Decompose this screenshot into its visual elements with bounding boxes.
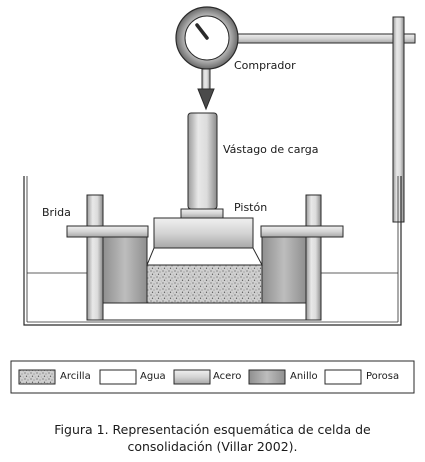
loading-rod (187, 112, 218, 210)
base-plate (100, 302, 322, 321)
dial-gauge (175, 6, 239, 70)
legend-label-arcilla: Arcilla (60, 371, 91, 382)
legend-swatch-anillo (248, 369, 286, 385)
caption-line-1: Figura 1. Representación esquemática de … (54, 422, 371, 437)
gauge-needle (195, 23, 209, 40)
legend-label-anillo: Anillo (290, 371, 318, 382)
label-piston: Pistón (234, 201, 268, 214)
piston-cap (180, 208, 224, 219)
caption-line-2: consolidación (Villar 2002). (127, 439, 298, 454)
label-vastago: Vástago de carga (223, 143, 319, 156)
flange (66, 225, 344, 238)
piston (146, 217, 263, 266)
gauge-stem (197, 68, 215, 111)
legend-label-porosa: Porosa (366, 371, 400, 382)
figure-caption: Figura 1. Representación esquemática de … (0, 421, 425, 455)
legend-swatch-arcilla (18, 369, 56, 385)
legend-swatch-agua (99, 369, 137, 385)
frame-post (392, 16, 405, 223)
legend (10, 360, 415, 394)
legend-swatch-acero (173, 369, 211, 385)
frame-arm (231, 33, 416, 44)
label-brida: Brida (42, 206, 71, 219)
label-comprador: Comprador (234, 59, 296, 72)
legend-label-agua: Agua (140, 371, 166, 382)
legend-label-acero: Acero (213, 371, 242, 382)
clay-sample (146, 264, 263, 304)
legend-swatch-porosa (324, 369, 362, 385)
down-arrow-icon (197, 88, 215, 111)
